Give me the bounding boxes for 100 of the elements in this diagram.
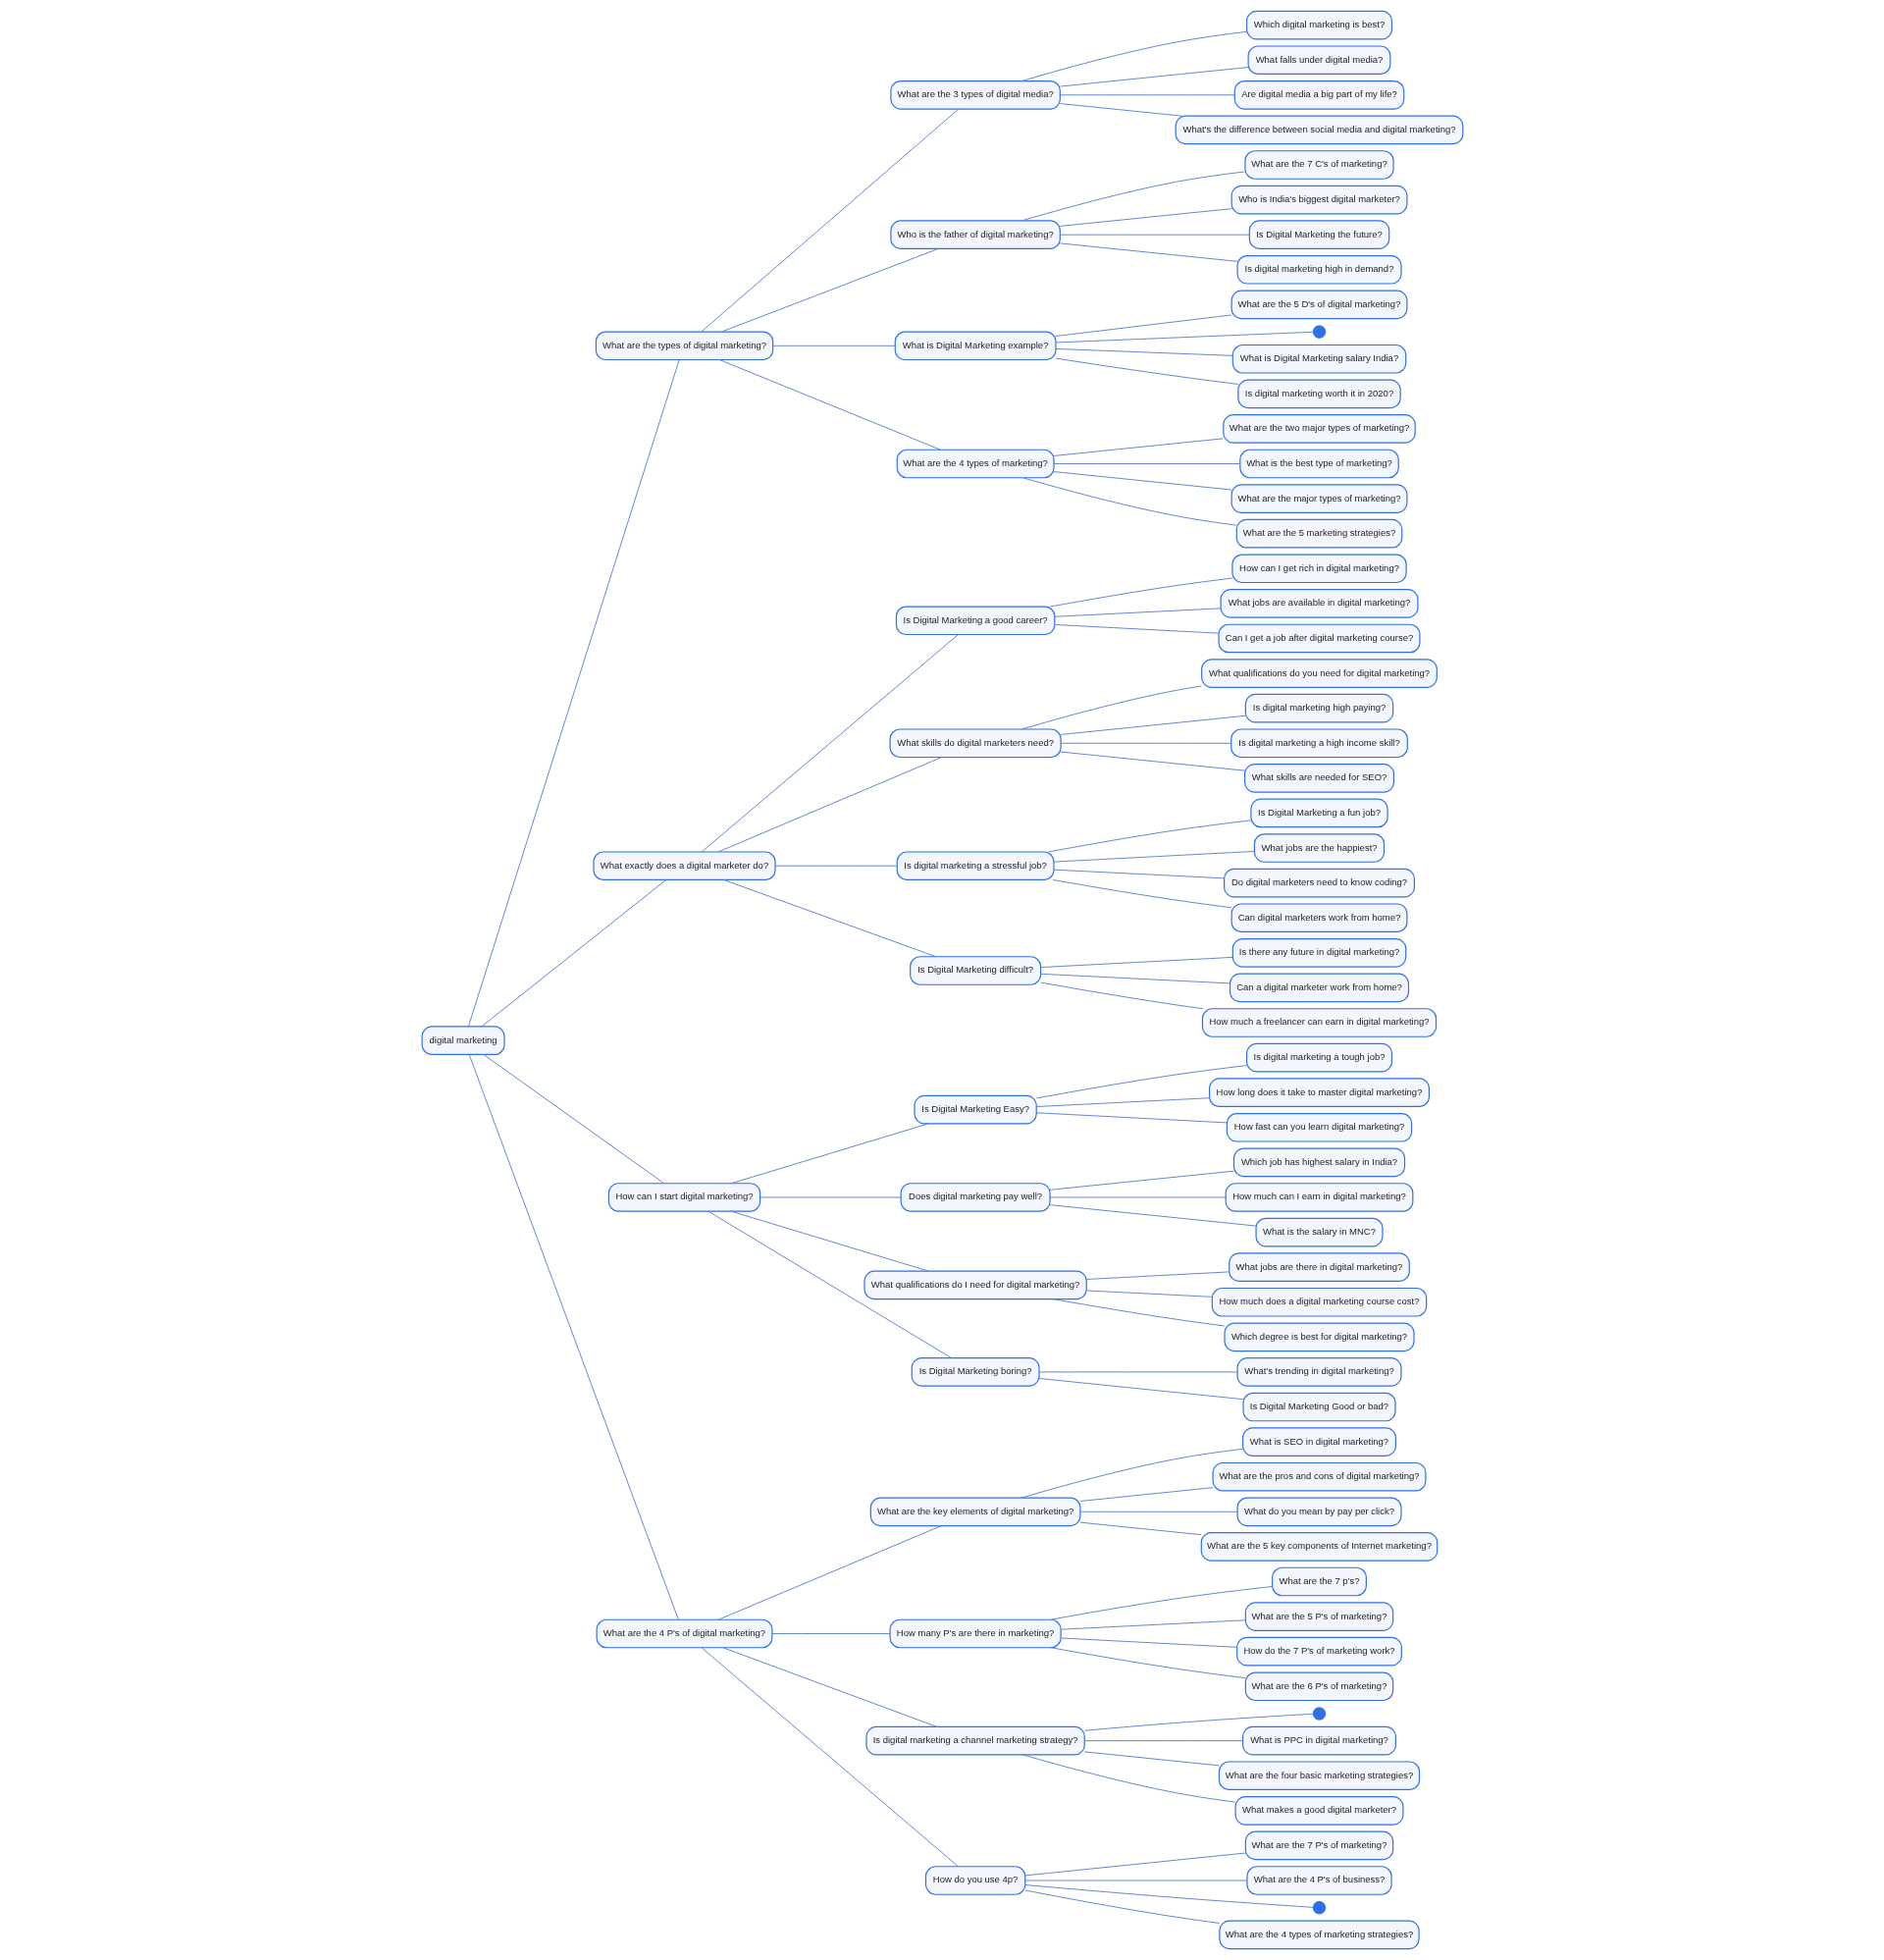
node-box: What is Digital Marketing salary India? — [1231, 344, 1406, 374]
connector — [1059, 242, 1237, 262]
node-box: How much a freelancer can earn in digital marketing? — [1201, 1008, 1437, 1037]
node-box: What are the 5 P's of marketing? — [1244, 1602, 1393, 1631]
node-box: Are digital media a big part of my life? — [1233, 79, 1404, 110]
connector — [1020, 685, 1202, 730]
node-box: Which job has highest salary in India? — [1232, 1147, 1405, 1178]
node-box: What is the best type of marketing? — [1238, 449, 1399, 479]
node-box: What is PPC in digital marketing? — [1241, 1725, 1396, 1756]
node-box: How much does a digital marketing course cost? — [1211, 1287, 1427, 1317]
node-box: Can I get a job after digital marketing course? — [1218, 623, 1421, 654]
connector — [468, 1054, 679, 1620]
connector — [1083, 1751, 1220, 1767]
node-circle — [1312, 1707, 1326, 1721]
connector — [1060, 751, 1245, 771]
connector — [1085, 1290, 1213, 1298]
connector — [1053, 624, 1219, 634]
node-box: What makes a good digital marketer? — [1234, 1796, 1404, 1826]
node-box: What are the two major types of marketing? — [1222, 414, 1416, 444]
node-box: What jobs are available in digital marketing? — [1219, 589, 1419, 618]
node-box: Is digital marketing a high income skill? — [1230, 728, 1408, 759]
node-box: Is Digital Marketing a fun job? — [1249, 798, 1388, 828]
node-box: How can I start digital marketing? — [607, 1183, 760, 1212]
node-box: What are the 4 P's of digital marketing? — [596, 1618, 772, 1649]
node-box: Do digital marketers need to know coding? — [1223, 868, 1415, 898]
node-box: What are the major types of marketing? — [1230, 484, 1407, 513]
node-box: What are the 7 p's? — [1271, 1566, 1367, 1597]
connector — [722, 879, 936, 958]
node-box: What falls under digital media? — [1247, 45, 1390, 76]
connector — [706, 1210, 952, 1359]
node-box: What qualifications do I need for digital marketing? — [863, 1270, 1087, 1300]
node-box: digital marketing — [421, 1026, 505, 1056]
connector — [1053, 869, 1225, 879]
connector — [1060, 1637, 1237, 1648]
node-box: What's trending in digital marketing? — [1235, 1357, 1402, 1387]
node-box: What are the 4 types of marketing? — [896, 449, 1055, 479]
connector — [721, 1647, 937, 1727]
connector — [774, 865, 898, 867]
node-box: How many P's are there in marketing? — [889, 1618, 1062, 1649]
node-box: What are the 7 C's of marketing? — [1243, 150, 1394, 180]
node-box: Is digital marketing a tough job? — [1245, 1042, 1392, 1073]
connector — [701, 1647, 959, 1868]
connector — [1039, 973, 1230, 984]
connector — [1053, 608, 1221, 617]
connector — [718, 359, 941, 450]
connector — [1035, 1065, 1247, 1099]
connector — [1055, 347, 1232, 356]
node-box: What are the 4 types of marketing strategies? — [1218, 1920, 1420, 1950]
node-box: What are the 4 P's of business? — [1245, 1866, 1392, 1895]
node-box: What are the 5 marketing strategies? — [1235, 518, 1402, 549]
node-box: What are the 3 types of digital media? — [889, 79, 1061, 110]
connector — [1023, 1852, 1246, 1877]
node-box: What are the 7 P's of marketing? — [1244, 1830, 1393, 1861]
node-box: Who is the father of digital marketing? — [889, 220, 1061, 249]
connector — [1079, 1510, 1237, 1512]
connector — [1039, 956, 1233, 969]
node-box: What are the 6 P's of marketing? — [1244, 1671, 1393, 1702]
connector — [1083, 1740, 1243, 1742]
connector — [1049, 577, 1232, 608]
connector — [759, 1196, 902, 1198]
connector — [1059, 67, 1248, 87]
node-box: What jobs are the happiest? — [1253, 833, 1385, 863]
node-box: What are the four basic marketing strategies? — [1218, 1761, 1420, 1791]
node-box: Is Digital Marketing boring? — [911, 1357, 1040, 1387]
connector — [730, 1210, 929, 1272]
node-box: What are the 5 key components of Internet marketing? — [1200, 1532, 1438, 1562]
node-box: Which digital marketing is best? — [1245, 10, 1392, 40]
node-box: What are the types of digital marketing? — [595, 331, 773, 361]
node-box: Is digital marketing worth it in 2020? — [1236, 379, 1401, 409]
connector — [483, 1054, 664, 1185]
connector — [1020, 1448, 1243, 1499]
connector — [1060, 715, 1246, 735]
node-box: What are the pros and cons of digital marketing? — [1212, 1461, 1426, 1492]
node-box: Is Digital Marketing a good career? — [895, 606, 1055, 636]
node-box: How can I get rich in digital marketing? — [1230, 554, 1407, 584]
node-box: Is Digital Marketing Easy? — [913, 1094, 1037, 1125]
connector — [730, 1123, 929, 1185]
connector — [1049, 1170, 1234, 1191]
connector — [1059, 103, 1182, 117]
node-box: What skills are needed for SEO? — [1243, 764, 1394, 793]
node-box: How much can I earn in digital marketing? — [1225, 1183, 1413, 1212]
connector — [480, 879, 666, 1028]
connector — [467, 359, 680, 1028]
connector — [1052, 879, 1232, 909]
connector — [1035, 1097, 1210, 1107]
connector — [771, 344, 896, 346]
node-box: Is digital marketing a channel marketing strategy? — [864, 1725, 1085, 1756]
node-box: What is SEO in digital marketing? — [1241, 1427, 1396, 1457]
connector — [1053, 850, 1255, 863]
connector — [1059, 234, 1250, 236]
node-box: What do you mean by pay per click? — [1235, 1497, 1402, 1527]
connector — [1060, 742, 1231, 744]
node-box: What's the difference between social media and digital marketing? — [1175, 115, 1463, 145]
node-box: Does digital marketing pay well? — [900, 1183, 1051, 1212]
connector — [1055, 357, 1238, 385]
connector — [1053, 471, 1232, 491]
connector — [1038, 1371, 1237, 1373]
connector — [717, 757, 942, 853]
connector — [1021, 477, 1236, 526]
node-box: What exactly does a digital marketer do? — [592, 851, 776, 881]
